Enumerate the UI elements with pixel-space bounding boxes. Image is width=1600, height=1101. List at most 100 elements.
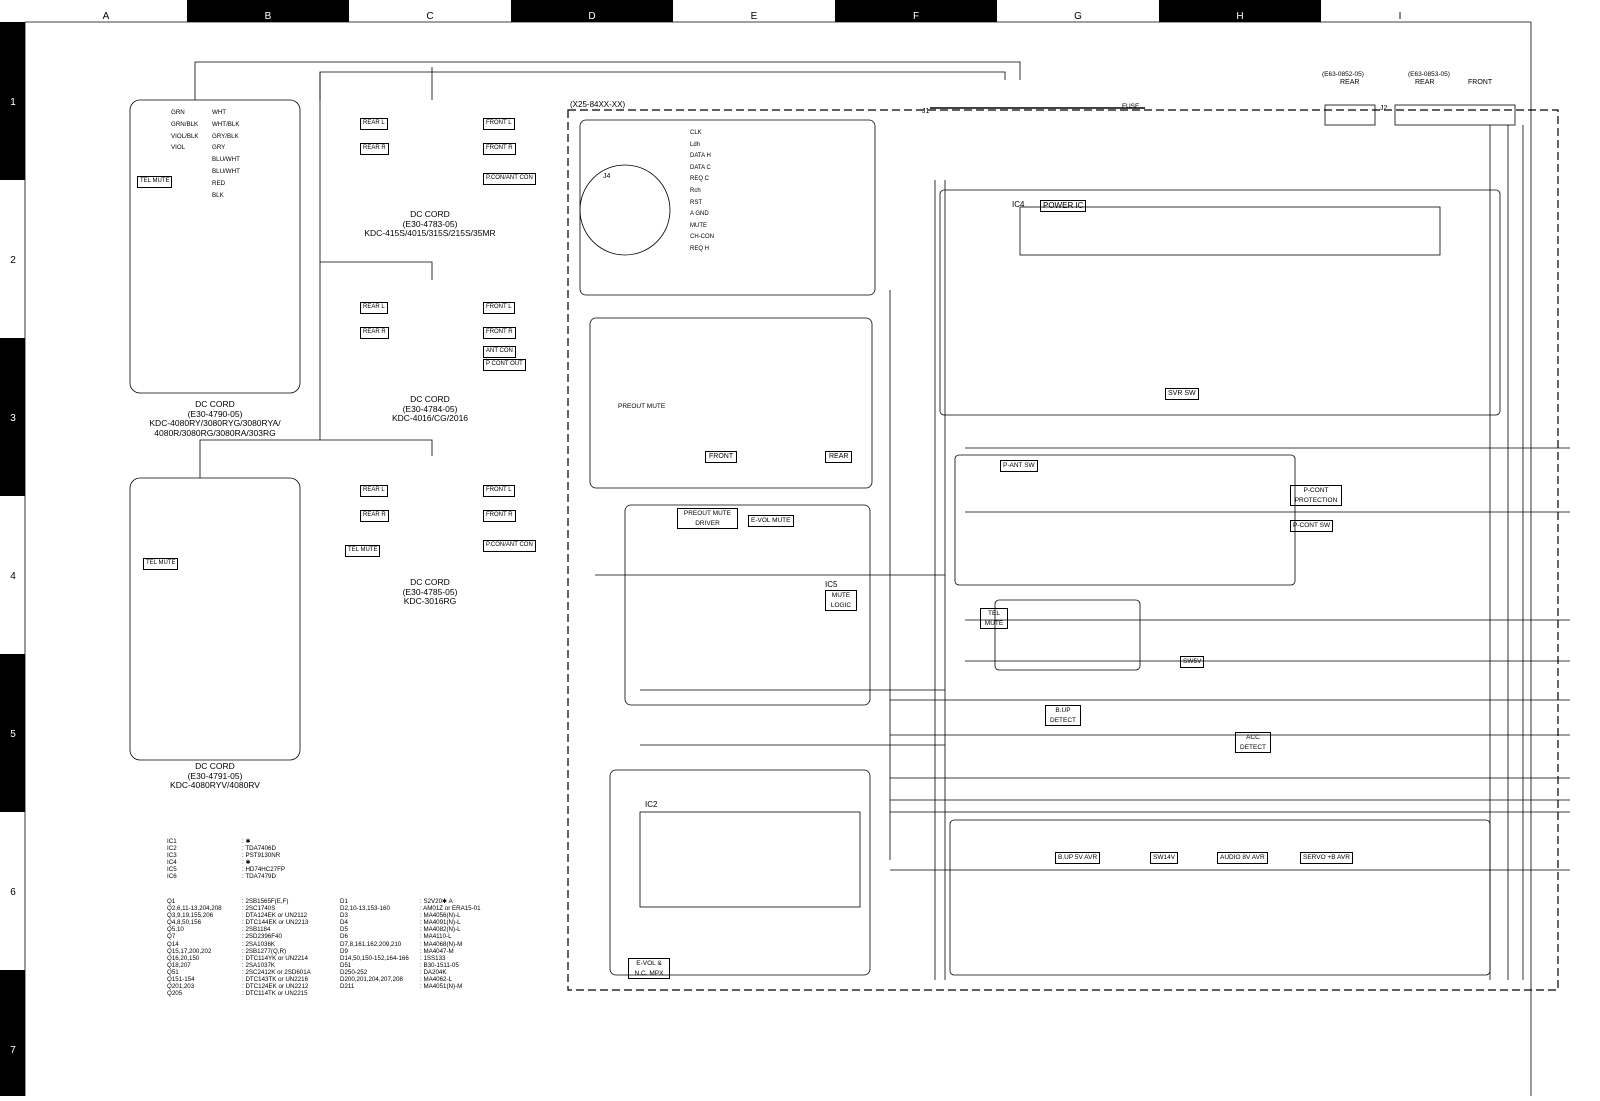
servo-b-avr-label: SERVO +B AVR	[1300, 852, 1353, 864]
evol-mute-label: E-VOL MUTE	[748, 515, 794, 527]
ic-row: IC3: PST9130NR	[167, 852, 281, 860]
cord1-models: KDC-4080RY/3080RYG/3080RYA/	[149, 418, 281, 428]
preout-mute-label: PREOUT MUTE	[618, 403, 666, 410]
ic-row: IC6: TDA7479D	[167, 873, 276, 881]
wire-label: VIOL	[171, 144, 186, 152]
tel-mute-button-1: TEL MUTE	[137, 176, 173, 188]
wire-label: GRN	[171, 109, 185, 116]
e63-0852-label: (E63-0852-05)	[1322, 71, 1364, 78]
col-label-f: F	[913, 11, 919, 22]
cord4-front-r: FRONT R	[483, 510, 516, 522]
cord1-frame	[129, 99, 301, 394]
bup-5v-avr-label: B.UP 5V AVR	[1055, 852, 1101, 864]
column-band: A B C D E F G H I	[25, 0, 1531, 23]
d-row: D2,10-13,153-160: AM01Z or ERA15-01	[340, 905, 481, 913]
col-label-h: H	[1236, 11, 1243, 22]
j4-signal: MUTE	[690, 222, 707, 229]
d-row: D14,50,150-152,164-166: 1SS133	[340, 954, 446, 962]
wire-label: GRN/BLK	[171, 120, 199, 128]
wire-label: RED	[212, 179, 226, 187]
row-label-7: 7	[10, 1045, 16, 1056]
cord2-rear-l: REAR L	[360, 118, 388, 130]
q-row: Q7: 2SD2396F40	[167, 933, 282, 941]
row-label-5: 5	[10, 729, 16, 740]
d-row: D7,8,161,162,209,210: MA4068(N)-M	[340, 940, 463, 948]
cord1-left-wires: GRN GRN/BLK VIOL/BLK VIOL	[171, 107, 199, 154]
cord1-title: DC CORD	[195, 399, 235, 409]
j4-signal: CLK	[690, 130, 702, 136]
cord4-title: DC CORD	[410, 577, 450, 587]
j4-signal-list: CLK Ldh DATA H DATA C REQ C Rch RST A GN…	[690, 128, 714, 256]
col-label-g: G	[1074, 11, 1082, 22]
wire-label: BLK	[212, 191, 224, 199]
q-row: Q205: DTC114TK or UN2215	[167, 990, 308, 998]
ic-row: IC4: ✱	[167, 859, 251, 867]
e63-0853-label: (E63-0853-05)	[1408, 71, 1450, 78]
pant-sw-label: P-ANT SW	[1000, 460, 1038, 472]
q-row: Q1: 2SB1565F(E,F)	[167, 898, 289, 905]
cord3-front-r: FRONT R	[483, 327, 516, 339]
col-label-a: A	[103, 11, 110, 22]
j4-label: J4	[603, 173, 611, 180]
d-row: D200,201,204,207,208: MA4062-L	[340, 976, 452, 984]
ic4-label: IC4	[1012, 200, 1025, 209]
front-conn-label: FRONT	[1468, 79, 1493, 86]
q-row: Q4,8,50,156: DTC144EK or UN2213	[167, 919, 309, 927]
row-label-3: 3	[10, 413, 16, 424]
d-table: D1: S2V20✱ A D2,10-13,153-160: AM01Z or …	[340, 898, 481, 990]
cord1-part: (E30-4790-05)	[187, 408, 243, 419]
cord3-pcontout: P CONT OUT	[483, 359, 526, 371]
cord3-rear-l: REAR L	[360, 302, 388, 314]
acc-detect-label: ACC DETECT	[1235, 732, 1271, 753]
pcont-sw-label: P-CONT SW	[1290, 520, 1334, 532]
d-row: D9: MA4047-M	[340, 947, 454, 955]
d-row: D51: B30-1511-05	[340, 961, 459, 969]
cord2-models: KDC-415S/4015/315S/215S/35MR	[364, 228, 496, 238]
wire-label: VIOL/BLK	[171, 132, 199, 140]
cord2-front-r: FRONT R	[483, 143, 516, 155]
cord4-pcon-antcon: P.CON/ANT CON	[483, 540, 536, 552]
cord2-title: DC CORD	[410, 209, 450, 219]
board-code: (X25-84XX-XX)	[570, 100, 626, 109]
q-row: Q3,9,19,155,206: DTA124EK or UN2112	[167, 912, 308, 920]
q-row: Q2,6,11-13,204,208: 2SC1740S	[167, 905, 276, 913]
d-row: D1: S2V20✱ A	[340, 898, 453, 905]
q-row: Q151-154: DTC143TK or UN2216	[167, 976, 309, 984]
evol-nc-mpx-label: E-VOL & N.C. MPX	[628, 958, 670, 979]
svr-sw-label: SVR SW	[1165, 388, 1199, 400]
d-row: D3: MA4056(N)-L	[340, 912, 461, 920]
row-label-2: 2	[10, 255, 16, 266]
sw14v-label: SW14V	[1150, 852, 1179, 864]
col-label-c: C	[426, 11, 433, 22]
rear-conn-label-2: REAR	[1415, 79, 1435, 86]
q-row: Q14: 2SA1036K	[167, 940, 276, 948]
cord3-label: DC CORD (E30-4784-05) KDC-4016/CG/2016	[360, 394, 500, 424]
j4-signal: Rch	[690, 187, 701, 194]
j4-signal: REQ C	[690, 176, 710, 183]
ic-row: IC5: HD74HC27FP	[167, 866, 285, 874]
row-band: 1 2 3 4 5 6 7	[0, 22, 26, 1096]
wire-label: WHT/BLK	[212, 120, 240, 128]
cord3-front-l: FRONT L	[483, 302, 515, 314]
j4-signal: RST	[690, 199, 702, 206]
bup-detect-label: B.UP DETECT	[1045, 705, 1081, 726]
j4-signal: CH-CON	[690, 234, 714, 241]
preout-mute-driver-label: PREOUT MUTE DRIVER	[677, 508, 738, 529]
fuse-label: FUSE	[1122, 103, 1140, 110]
cord2-label: DC CORD (E30-4783-05) KDC-415S/4015/315S…	[345, 209, 515, 239]
col-label-b: B	[265, 11, 272, 22]
d-row: D211: MA4051(N)-M	[340, 983, 463, 991]
d-row: D5: MA4082(N)-L	[340, 926, 461, 934]
sw5v-label: SW5V	[1180, 656, 1205, 668]
cord2-part: (E30-4783-05)	[402, 218, 458, 229]
cord4-front-l: FRONT L	[483, 485, 515, 497]
j4-block	[579, 119, 876, 296]
j4-signal: DATA C	[690, 164, 711, 171]
cord3-part: (E30-4784-05)	[402, 403, 458, 414]
d-row: D6: MA4110-L	[340, 933, 452, 941]
wire-label: BLU/WHT	[212, 156, 240, 164]
cord1-label: DC CORD (E30-4790-05) KDC-4080RY/3080RYG…	[140, 399, 290, 438]
cord5-models: KDC-4080RYV/4080RV	[170, 780, 260, 790]
